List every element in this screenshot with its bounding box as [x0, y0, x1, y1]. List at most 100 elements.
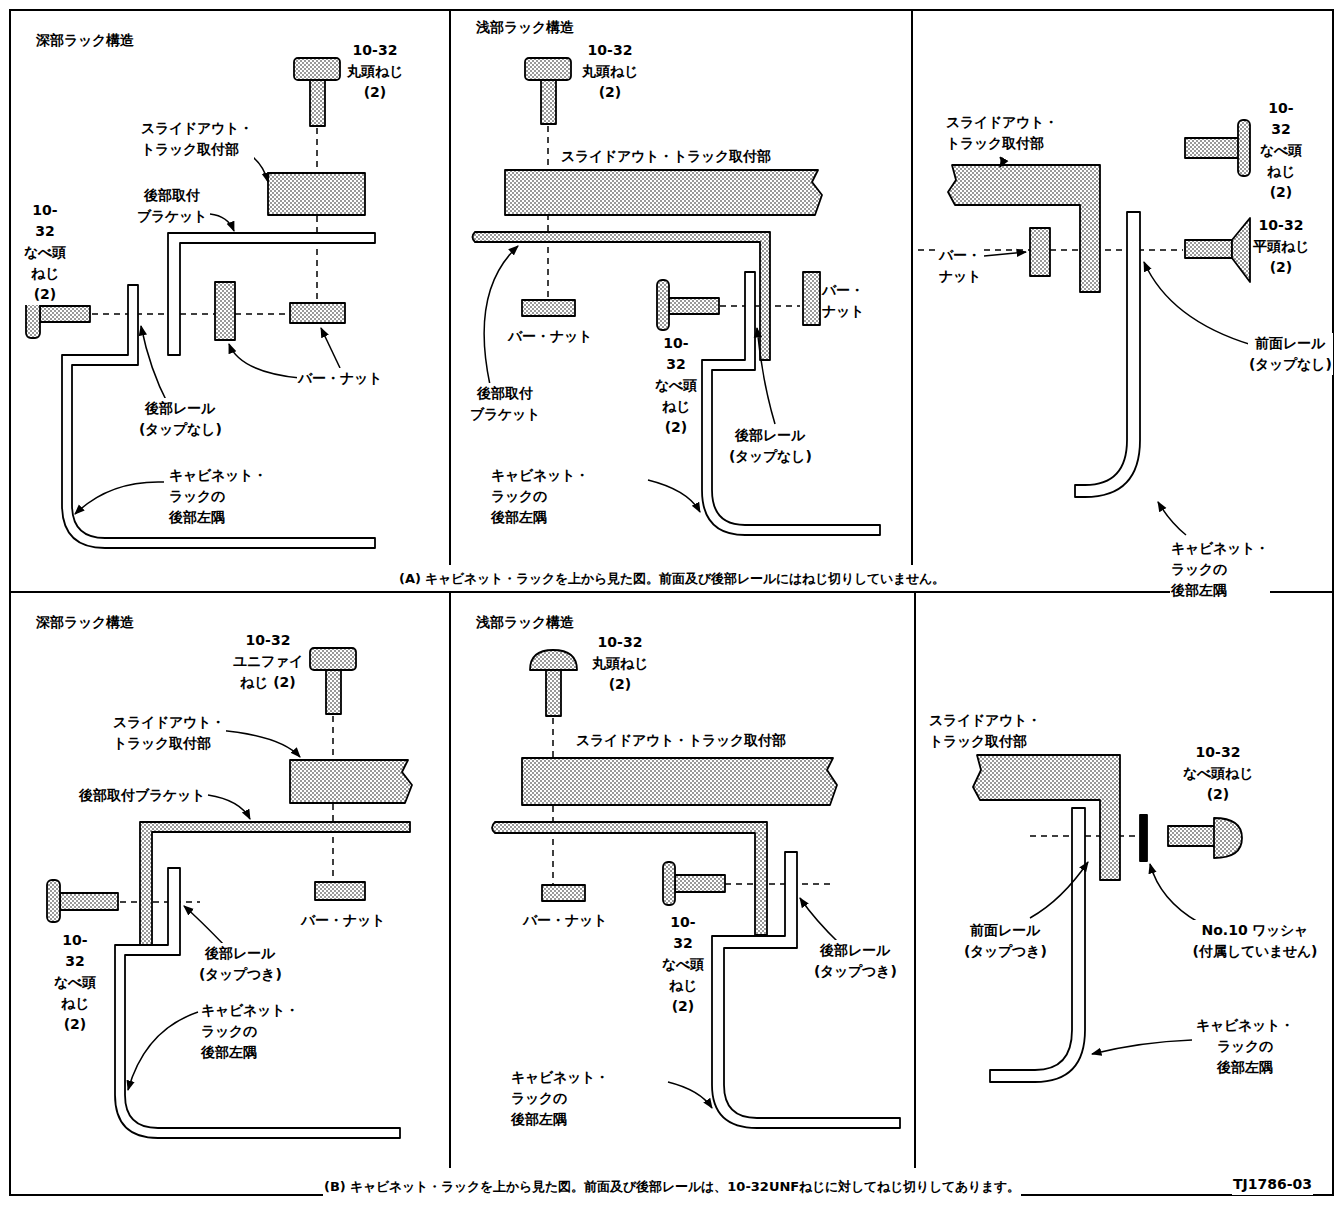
leader-line — [1150, 864, 1198, 922]
part-label: 浅部ラック構造 — [475, 612, 575, 633]
rack-parts — [492, 822, 767, 935]
part-label: 10-32 丸頭ねじ (2) — [591, 632, 649, 695]
leader-line — [757, 328, 775, 424]
rack-parts — [541, 78, 556, 124]
rack-parts — [525, 58, 571, 80]
rack-parts — [522, 758, 837, 805]
part-label: 10-32 なべ頭 ねじ (2) — [1259, 98, 1303, 203]
rack-parts — [546, 668, 561, 716]
part-label: スライドアウト・ トラック取付部 — [928, 710, 1042, 752]
part-label: スライドアウト・ トラック取付部 — [945, 112, 1059, 154]
rack-parts — [215, 282, 235, 340]
rack-parts — [473, 232, 771, 360]
rack-parts — [1185, 138, 1240, 158]
part-label: 後部レール (タップなし) — [138, 398, 223, 440]
part-label: キャビネット・ラックの 後部左隅 — [490, 465, 590, 528]
frame — [914, 592, 916, 1168]
rack-parts — [290, 760, 412, 803]
rack-parts — [310, 648, 356, 670]
leader-line — [668, 1082, 712, 1108]
rack-parts — [168, 233, 375, 355]
leader-line — [1092, 1040, 1192, 1054]
part-label: スライドアウト・トラック取付部 — [560, 146, 772, 167]
part-label: バー・ ナット — [821, 280, 865, 322]
part-label: 浅部ラック構造 — [475, 17, 575, 38]
part-label: スライドアウト・トラック取付部 — [575, 730, 787, 751]
rack-parts — [803, 272, 820, 325]
rack-parts — [47, 880, 60, 922]
frame — [10, 10, 1333, 1195]
leader-line — [184, 906, 226, 947]
frame — [449, 10, 451, 565]
rack-parts — [26, 58, 1250, 1138]
part-label: 10-32 丸頭ねじ (2) — [346, 40, 404, 103]
part-label: 10-32 平頭ねじ (2) — [1252, 215, 1310, 278]
dashed-axis — [120, 901, 200, 903]
part-label: 10-32 なべ頭ねじ (2) — [1182, 742, 1254, 805]
part-label: 後部取付ブラケット — [78, 785, 206, 806]
dashed-axis — [92, 126, 1183, 902]
rack-parts — [310, 78, 325, 126]
leader-line — [210, 214, 234, 231]
part-label: キャビネット・ラックの 後部左隅 — [168, 465, 268, 528]
part-label: 前面レール (タップつき) — [963, 920, 1048, 962]
rack-parts — [115, 868, 400, 1138]
leader-line — [321, 328, 340, 368]
part-label: キャビネット・ラックの 後部左隅 — [200, 1000, 300, 1063]
part-label: 後部レール (タップつき) — [813, 940, 898, 982]
rack-parts — [675, 875, 725, 892]
leader-line — [984, 252, 1026, 256]
rack-parts — [1232, 218, 1250, 282]
rack-parts — [1075, 212, 1140, 497]
rack-parts — [1214, 818, 1242, 858]
rack-parts — [663, 862, 675, 905]
leader-line — [216, 730, 300, 757]
part-label: キャビネット・ラックの 後部左隅 — [1170, 538, 1270, 601]
part-label: 前面レール (タップなし) — [1248, 333, 1333, 375]
part-label: キャビネット・ラックの 後部左隅 — [510, 1067, 610, 1130]
leader-line — [1158, 502, 1186, 535]
rack-parts — [268, 173, 365, 215]
part-label: 10-32 なべ頭 ねじ (2) — [23, 200, 67, 305]
rack-parts — [712, 852, 900, 1128]
rack-parts — [326, 668, 341, 714]
figure-caption: (B) キャビネット・ラックを上から見た図。前面及び後部レールは、10-32UN… — [323, 1176, 1021, 1197]
leader-line — [128, 1012, 198, 1090]
leader-line — [75, 482, 164, 514]
leader-line — [208, 795, 250, 819]
leader-line — [1144, 262, 1252, 345]
leader-line — [1000, 157, 1002, 167]
rack-parts — [315, 882, 365, 900]
part-label: 10-32 なべ頭 ねじ (2) — [654, 333, 698, 438]
leader-line — [229, 344, 300, 378]
leader-line — [141, 326, 168, 404]
part-label: 後部レール (タップつき) — [198, 943, 283, 985]
leader-line — [75, 148, 1252, 1108]
rack-parts — [542, 885, 585, 901]
part-label: No.10 ワッシャ (付属していません) — [1183, 920, 1327, 962]
frame — [10, 591, 1333, 593]
part-label: バー・ナット — [507, 326, 593, 347]
rack-parts — [530, 650, 577, 670]
part-label: 10-32 ユニファイ ねじ (2) — [232, 630, 304, 693]
rack-parts — [1140, 815, 1147, 861]
part-label: 深部ラック構造 — [35, 612, 135, 633]
part-label: キャビネット・ ラックの 後部左隅 — [1195, 1015, 1295, 1078]
rack-parts — [60, 893, 118, 910]
part-label: 10-32 なべ頭 ねじ (2) — [53, 930, 97, 1035]
part-label: バー・ ナット — [938, 245, 982, 287]
leader-line — [1030, 862, 1088, 918]
rack-parts — [1168, 826, 1216, 846]
dashed-axis — [725, 883, 835, 885]
rack-parts — [1238, 120, 1250, 176]
leader-line — [800, 898, 840, 944]
rack-parts — [702, 272, 880, 535]
rack-parts — [290, 303, 345, 323]
part-label: 深部ラック構造 — [35, 30, 135, 51]
rack-parts — [657, 280, 669, 330]
rack-parts — [973, 755, 1120, 880]
part-label: バー・ナット — [522, 910, 608, 931]
rack-parts — [505, 170, 822, 215]
dashed-axis — [92, 313, 292, 315]
